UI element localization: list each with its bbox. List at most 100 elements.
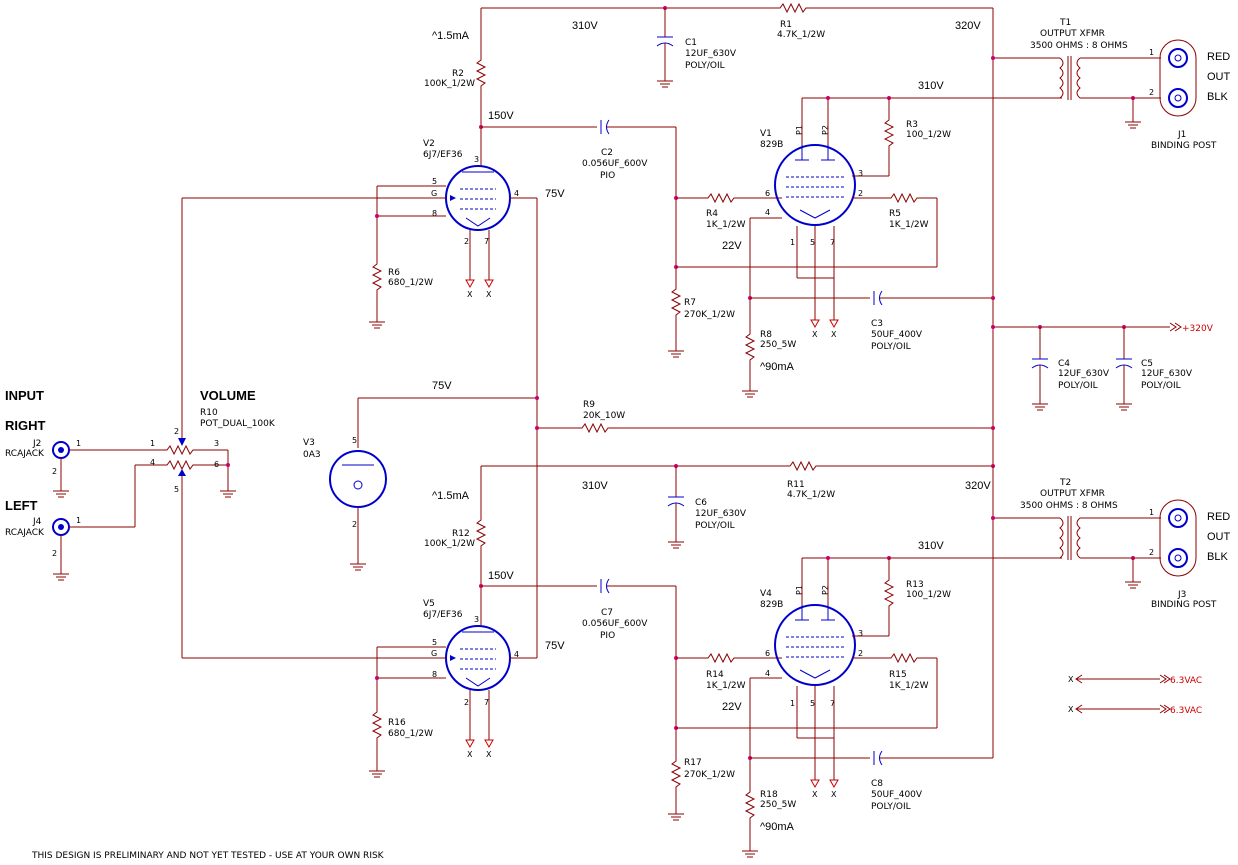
pin-label: 3 <box>858 629 863 638</box>
i15-top: ^1.5mA <box>432 30 470 42</box>
r2-ref: R2 <box>452 69 464 79</box>
v5-ref: V5 <box>423 599 435 609</box>
v1-value: 829B <box>760 140 783 150</box>
c3-type: POLY/OIL <box>871 342 911 352</box>
j4-ref: J4 <box>32 517 42 527</box>
t1-ref: T1 <box>1059 18 1071 28</box>
c1-type: POLY/OIL <box>685 61 725 71</box>
section-labels: INPUT RIGHT LEFT VOLUME <box>5 388 256 513</box>
pin-label: 1 <box>76 439 81 448</box>
pin-label: 5 <box>432 638 437 647</box>
pin-label: 4 <box>514 650 519 659</box>
pin-label: 1 <box>790 699 795 708</box>
c3-ref: C3 <box>871 319 883 329</box>
v3-value: 0A3 <box>303 450 321 460</box>
r17-value: 270K_1/2W <box>684 770 735 780</box>
pin-label: 1 <box>76 516 81 525</box>
i90-top: ^90mA <box>760 361 795 373</box>
v22-bot: 22V <box>722 701 742 713</box>
pin-label: 1 <box>150 439 155 448</box>
t2-ref: T2 <box>1059 478 1071 488</box>
pin-label: 2 <box>352 520 357 529</box>
v320-top: 320V <box>955 20 981 32</box>
volume-label: VOLUME <box>200 388 256 403</box>
pin-label: X <box>831 330 837 339</box>
r6-value: 680_1/2W <box>388 278 433 288</box>
v4-ref: V4 <box>760 589 772 599</box>
r8-value: 250_5W <box>760 340 796 350</box>
r5-value: 1K_1/2W <box>889 220 929 230</box>
r3-ref: R3 <box>906 120 918 130</box>
c6-value: 12UF_630V <box>695 509 747 519</box>
pin-label: 5 <box>174 485 179 494</box>
r18-value: 250_5W <box>760 800 796 810</box>
r17-ref: R17 <box>684 758 702 768</box>
c4-ref: C4 <box>1058 359 1070 369</box>
pin-label: 3 <box>474 155 479 164</box>
r12-value: 100K_1/2W <box>424 539 475 549</box>
blk-label-top: BLK <box>1207 91 1228 103</box>
r10-value: POT_DUAL_100K <box>200 419 276 429</box>
pin-label: 2 <box>858 189 863 198</box>
pin-label: 4 <box>150 458 155 467</box>
pin-label: 2 <box>52 549 57 558</box>
v310-top: 310V <box>572 20 598 32</box>
r3-value: 100_1/2W <box>906 130 951 140</box>
out-label-top: OUT <box>1207 71 1231 83</box>
v2-ref: V2 <box>423 139 435 149</box>
r8-ref: R8 <box>760 330 772 340</box>
input-section: 1 2 J2 RCAJACK 1 2 J4 RCAJACK 1 4 3 6 2 … <box>5 198 276 658</box>
v150-bot: 150V <box>488 570 514 582</box>
v2-value: 6J7/EF36 <box>423 150 463 160</box>
v320-bot: 320V <box>965 480 991 492</box>
c4-type: POLY/OIL <box>1058 381 1098 391</box>
pin-label: X <box>1068 675 1074 684</box>
pin-label: 1 <box>1149 508 1154 517</box>
j2-ref: J2 <box>32 439 41 449</box>
input-label: INPUT <box>5 388 44 403</box>
r14-ref: R14 <box>706 670 724 680</box>
j3-value: BINDING POST <box>1151 600 1217 610</box>
top-channel: C1 12UF_630V POLY/OIL R1 4.7K_1/2W 310V … <box>182 3 1231 658</box>
pin-label: 6 <box>214 460 219 469</box>
pin-label: G <box>431 189 437 198</box>
t2-spec: 3500 OHMS : 8 OHMS <box>1020 501 1118 511</box>
power-supply: +320V C4 12UF_630V POLY/OIL C5 12UF_630V… <box>303 322 1214 571</box>
v3-ref: V3 <box>303 438 315 448</box>
v75-top: 75V <box>545 188 565 200</box>
pin-label: 6 <box>765 189 770 198</box>
pin-label: X <box>486 750 492 759</box>
i15-bot: ^1.5mA <box>432 490 470 502</box>
c8-type: POLY/OIL <box>871 802 911 812</box>
pin-label: 5 <box>352 436 357 445</box>
red-label-top: RED <box>1207 51 1230 63</box>
pin-label: 4 <box>514 189 519 198</box>
pin-label: 1 <box>790 238 795 247</box>
pin-label: 7 <box>830 238 835 247</box>
r4-ref: R4 <box>706 209 718 219</box>
v150-top: 150V <box>488 110 514 122</box>
v75-mid: 75V <box>432 380 452 392</box>
pin-label: X <box>486 290 492 299</box>
r1-value: 4.7K_1/2W <box>777 30 825 40</box>
r16-ref: R16 <box>388 718 406 728</box>
r12-ref: R12 <box>452 529 470 539</box>
heater-port-1: 6.3VAC <box>1170 676 1202 686</box>
pin-label: G <box>431 649 437 658</box>
pin-label: 7 <box>484 237 489 246</box>
pin-label: 2 <box>1149 88 1154 97</box>
c2-type: PIO <box>600 171 615 181</box>
r18-ref: R18 <box>760 790 778 800</box>
pin-label: X <box>467 750 473 759</box>
pin-label: P2 <box>821 585 830 595</box>
c5-value: 12UF_630V <box>1141 369 1193 379</box>
i90-bot: ^90mA <box>760 821 795 833</box>
r1-ref: R1 <box>780 20 792 30</box>
c7-ref: C7 <box>601 608 613 618</box>
j3-ref: J3 <box>1177 590 1186 600</box>
pin-label: X <box>812 330 818 339</box>
c2-value: 0.056UF_600V <box>582 159 648 169</box>
pin-label: 7 <box>830 699 835 708</box>
r2-value: 100K_1/2W <box>424 79 475 89</box>
